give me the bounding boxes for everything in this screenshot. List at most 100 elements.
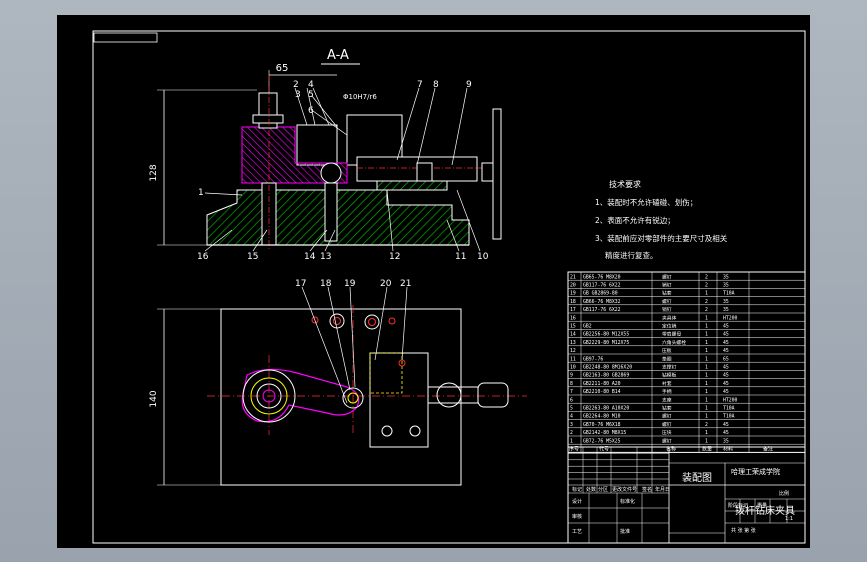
balloon-8: 8 <box>433 80 439 90</box>
role-review: 审核 <box>572 513 582 520</box>
bom-header-cell: 材料 <box>723 446 733 453</box>
bom-cell: 10 <box>570 365 576 371</box>
bom-cell: T10A <box>723 291 735 297</box>
bom-cell: 钻模板 <box>662 372 677 379</box>
plan-view: 140 <box>149 279 527 486</box>
bom-cell: 垫圈 <box>662 355 672 362</box>
scale-label: 比例 <box>779 490 789 497</box>
balloon-7: 7 <box>417 80 423 90</box>
bom-cell: 45 <box>723 430 729 436</box>
bom-cell: GB GB2869-80 <box>583 291 618 297</box>
bom-cell: 1 <box>705 397 708 403</box>
bom-cell: 35 <box>723 438 729 444</box>
handle-ball-plan <box>436 382 462 408</box>
bom-cell: 2 <box>705 283 708 289</box>
bom-cell: GB2264-80 M10 <box>583 414 621 420</box>
tb-doc: 更改文件号 <box>612 486 637 493</box>
boss-bore <box>262 389 276 403</box>
tb-date: 年月日 <box>655 486 670 493</box>
bom-cell: 8 <box>570 381 573 387</box>
bom-cell: 14 <box>570 332 576 338</box>
tb-count: 处数 <box>586 486 596 493</box>
bom-cell: 2 <box>570 430 573 436</box>
bom-cell: 45 <box>723 365 729 371</box>
bom-cell: GB70-76 M6X18 <box>583 422 621 428</box>
dim-side-text: 128 <box>149 164 159 181</box>
role-design: 设计 <box>572 498 582 505</box>
bom-cell: 13 <box>570 340 576 346</box>
assembly-drawing: A-A 65 Φ10H7/r6 128 <box>92 30 806 544</box>
bom-cell: GB2248-80 8M16X20 <box>583 365 632 371</box>
drawing-type: 装配图 <box>682 471 712 484</box>
bom-cell: 1 <box>705 389 708 395</box>
bom-cell: 1 <box>705 414 708 420</box>
workpiece <box>241 126 348 184</box>
tech-line-4: 精度进行复查。 <box>605 250 658 260</box>
balloon-13: 13 <box>320 252 331 262</box>
bom-cell: 16 <box>570 315 576 321</box>
bom-cell: 2 <box>705 422 708 428</box>
balloon-14: 14 <box>304 252 316 262</box>
bom-cell: GB2256-80 M12X55 <box>583 332 629 338</box>
bom-cell: 2 <box>705 307 708 313</box>
bom-cell: 12 <box>570 348 576 354</box>
tech-notes: 技术要求 1、装配时不允许磕碰、划伤； 2、表面不允许有锐边； 3、装配前应对零… <box>595 179 728 260</box>
scale-value: 1:1 <box>785 516 793 522</box>
bom-cell: 六角头螺栓 <box>662 339 686 346</box>
bom-cell: 2 <box>705 274 708 280</box>
washer <box>252 114 284 124</box>
bom-cell: 支撑钉 <box>662 364 677 371</box>
tb-mark: 标记 <box>572 486 582 493</box>
balloon-3: 3 <box>295 90 301 100</box>
bom-cell: GB65-76 M8X20 <box>583 274 621 280</box>
balloon-21: 21 <box>400 279 411 289</box>
bom-cell: 45 <box>723 389 729 395</box>
section-view: A-A 65 Φ10H7/r6 128 <box>149 48 502 262</box>
part-name: 拨杆钻床夹具 <box>735 504 795 517</box>
tb-sign: 签名 <box>642 486 652 493</box>
knob-ball <box>320 162 342 184</box>
bom-cell: 1 <box>705 291 708 297</box>
bom-header-cell: 名称 <box>666 446 676 453</box>
balloon-4: 4 <box>308 80 314 90</box>
bom-cell: 4 <box>570 414 573 420</box>
screw-head <box>364 314 380 330</box>
bom-cell: 15 <box>570 324 576 330</box>
bom-cell: 螺钉 <box>662 273 672 280</box>
nut <box>416 162 433 182</box>
bom-cell: GB2210-80 B14 <box>583 389 621 395</box>
handle-bar <box>492 108 502 240</box>
bom-header-cell: 备注 <box>763 446 773 453</box>
tb-zone: 分区 <box>598 486 608 493</box>
bom-header-cell: 数量 <box>702 446 712 453</box>
corner-code-box <box>93 32 158 43</box>
bom-cell: 45 <box>723 332 729 338</box>
bom-cell: 螺钉 <box>662 437 672 444</box>
handle-hub <box>481 162 495 182</box>
bom-header-cell: 代号 <box>599 446 609 453</box>
sheet-info: 共 张 第 张 <box>731 527 756 534</box>
screw-hole <box>333 317 341 325</box>
bom-header-cell: 序号 <box>569 446 579 453</box>
bom-cell: 1 <box>705 406 708 412</box>
bom-cell: HT200 <box>723 315 738 321</box>
bom-cell: 1 <box>570 438 573 444</box>
bom-cell: 3 <box>570 422 573 428</box>
school-name: 哈理工荣成学院 <box>731 467 780 476</box>
bom-cell: 45 <box>723 381 729 387</box>
dim-side2-text: 140 <box>149 390 159 407</box>
screw-hole <box>368 318 376 326</box>
bom-cell: 45 <box>723 373 729 379</box>
knob-stem <box>324 182 338 242</box>
pin-hole <box>388 317 396 325</box>
balloon-17: 17 <box>295 279 306 289</box>
bom-cell: 45 <box>723 422 729 428</box>
balloon-15: 15 <box>247 252 258 262</box>
hidden-edge <box>369 352 403 394</box>
balloon-18: 18 <box>320 279 332 289</box>
tech-line-1: 1、装配时不允许磕碰、划伤； <box>595 197 697 207</box>
plan-leaders <box>301 286 408 404</box>
bom-cell: GB2263-80 A10X20 <box>583 406 629 412</box>
